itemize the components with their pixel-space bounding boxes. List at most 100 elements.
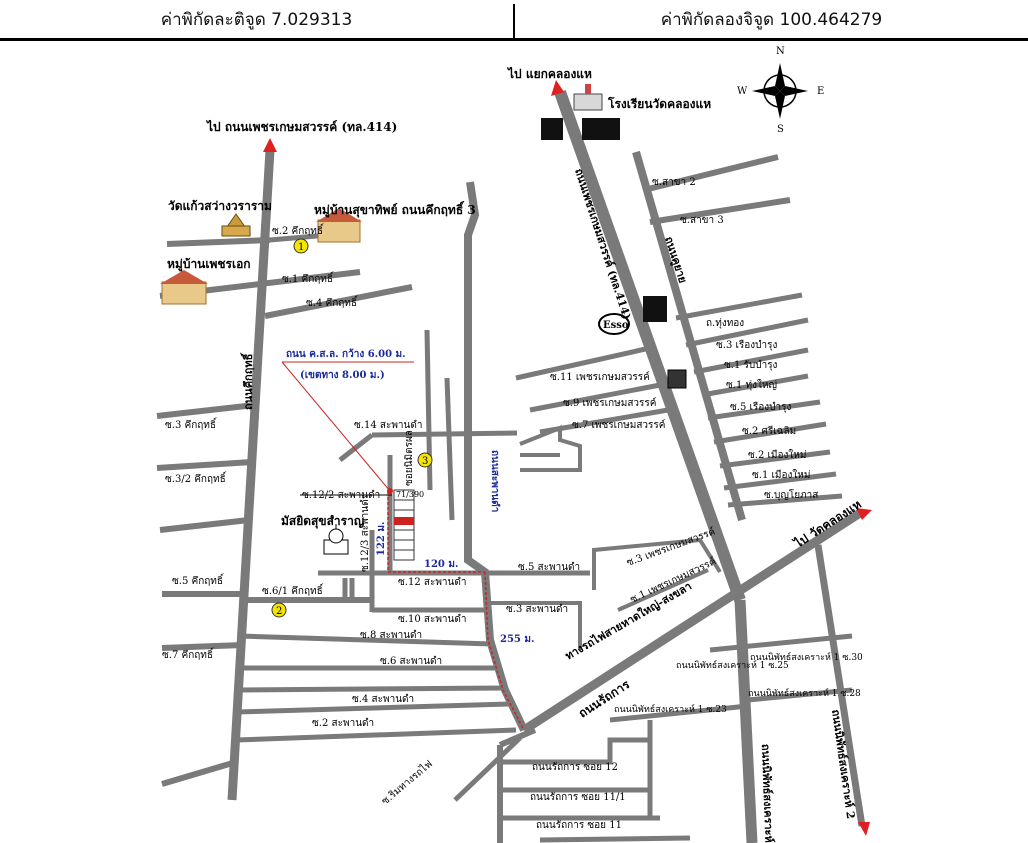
- label-soi6-saphan: ซ.6 สะพานดำ: [380, 656, 442, 667]
- road-soi3-saphan: [490, 601, 582, 650]
- label-dist-120: 120 ม.: [424, 559, 458, 570]
- marker-1-label: 1: [298, 242, 304, 253]
- road-soi4-saphan: [235, 701, 511, 715]
- road-niphat-23: [609, 703, 749, 723]
- marker-3: [417, 452, 433, 468]
- building-block-icon: [667, 369, 687, 389]
- label-soi2-sri: ซ.2 ศรีเฉลิม: [742, 425, 796, 437]
- road-soi2-khukrit: [166, 237, 271, 247]
- label-soi6-1-khukrit: ซ.6/1 คึกฤทธิ์: [262, 583, 324, 597]
- road-soi-sakhara2: [643, 154, 779, 193]
- compass-east-point: [780, 86, 808, 96]
- landmarks: Esso: [160, 84, 687, 555]
- road-soi2-mueang: [719, 449, 831, 469]
- label-road-reserve: (เขตทาง 8.00 ม.): [300, 370, 385, 381]
- longitude-label: ค่าพิกัดลองจิจูด 100.464279: [660, 9, 883, 30]
- road-rail-junction: [498, 727, 537, 748]
- road-soi3-2-khukrit: [156, 459, 253, 471]
- label-khukrit-road: ถนนคึกฤทธิ์: [240, 352, 255, 410]
- label-ratthakan-11-1: ถนนรัถการ ซอย 11/1: [530, 792, 626, 803]
- label-road-width: ถนน ค.ส.ล. กว้าง 6.00 ม.: [286, 348, 406, 360]
- label-to-phetkasem: ไป ถนนเพชรเกษมสวรรค์ (ทล.414): [205, 119, 397, 134]
- direction-arrows: [263, 80, 872, 836]
- label-soi3-rueang: ซ.3 เรืองบำรุง: [716, 339, 778, 351]
- road-soi-saphan-extra: [237, 685, 506, 693]
- label-ratthakan-11: ถนนรัถการ ซอย 11: [536, 820, 622, 831]
- header-divider: [513, 4, 515, 38]
- road-phetkasem: [554, 89, 746, 603]
- road-soi2-saphan: [235, 727, 517, 743]
- road-soi11-phet: [515, 345, 651, 381]
- road-khukrit: [227, 149, 275, 801]
- road-soi-sakhara3: [649, 197, 791, 225]
- label-soi2-saphan: ซ.2 สะพานดำ: [312, 718, 374, 729]
- label-soi8-saphan: ซ.8 สะพานดำ: [360, 630, 422, 641]
- road-soi8-saphan: [239, 633, 493, 647]
- route-255: [484, 571, 525, 731]
- label-niphat-30: ถนนนิพัทธ์สงเคราะห์ 1 ซ.30: [750, 651, 863, 663]
- label-road-saphan-dam: ถนนสะพานดำ: [489, 450, 501, 512]
- road-soi-khukrit-mid: [159, 517, 250, 533]
- label-soi7-khukrit: ซ.7 คึกฤทธิ์: [162, 647, 215, 661]
- road-soi-bunyo: [727, 493, 843, 508]
- arrow-south-niphat: [858, 822, 870, 836]
- marker-2-label: 2: [276, 606, 282, 617]
- road-niphat-2: [814, 544, 866, 827]
- coordinate-header: ค่าพิกัดละติจูด 7.029313 ค่าพิกัดลองจิจู…: [0, 0, 1028, 41]
- road-soi-thungthong: [675, 292, 803, 321]
- label-soi1-khukrit: ซ.1 คึกฤทธิ์: [282, 271, 335, 285]
- marker-1: [293, 238, 309, 254]
- compass-north-point: [775, 63, 785, 91]
- road-vertical-soi-b: [444, 377, 455, 521]
- compass-w: W: [737, 86, 748, 97]
- label-soi1-mueang: ซ.1 เมืองใหม่: [752, 469, 810, 481]
- road-soi1-mueang: [723, 471, 837, 491]
- road-khuyai: [632, 150, 746, 522]
- label-soi10-saphan: ซ.10 สะพานดำ: [398, 614, 467, 625]
- compass-e: E: [817, 86, 824, 97]
- compass-n: N: [776, 46, 785, 57]
- road-network: [156, 89, 866, 843]
- label-soi2-khukrit: ซ.2 คึกฤทธิ์: [272, 223, 325, 237]
- site-highlight: [394, 517, 414, 525]
- label-soi1-rap: ซ.1 รับบำรุง: [724, 360, 778, 371]
- road-soi14-saphan: [371, 430, 518, 438]
- numbered-markers: 1 2 3: [271, 238, 433, 618]
- compass-rose: N S E W: [737, 46, 824, 135]
- mosque-icon: [323, 524, 349, 555]
- compass-s: S: [777, 124, 784, 135]
- road-phetkasem-south: [734, 599, 758, 843]
- school-icon: [573, 84, 603, 111]
- label-soi5-rueang: ซ.5 เรืองบำรุง: [730, 401, 792, 413]
- label-soi-sakhara2: ซ.สาขา 2: [652, 177, 696, 188]
- road-niphat-25: [709, 633, 853, 653]
- label-soi5-saphan: ซ.5 สะพานดำ: [518, 562, 580, 573]
- label-school: โรงเรียนวัดคลองแห: [607, 96, 711, 111]
- label-railway-side: ซ.ริมทางรถไฟ: [379, 758, 435, 807]
- road-soi3-phet: [592, 537, 722, 590]
- arrow-east-wat: [856, 508, 872, 520]
- label-soi12-3-saphan: ซ.12/3 สะพานดำ: [360, 494, 371, 572]
- label-soi-bunyo: ซ.บุญโยภาส: [764, 488, 818, 501]
- label-soi2-mueang: ซ.2 เมืองใหม่: [748, 449, 806, 461]
- road-soi5-rueang: [707, 399, 821, 421]
- target-site: [281, 361, 525, 731]
- label-to-wat-khlong-hae: ไป วัดคลองแห: [790, 496, 864, 551]
- label-soi12-2-saphan: ซ.12/2 สะพานดำ: [302, 490, 380, 501]
- label-niphat-23: ถนนนิพัทธ์สงเคราะห์ 1 ซ.23: [614, 703, 727, 715]
- road-soi1-thungyai: [701, 373, 809, 398]
- arrow-north-phetkasem: [551, 80, 564, 96]
- road-soi-khukrit-south: [161, 759, 237, 787]
- label-ratthakan-12: ถนนรัถการ ซอย 12: [532, 762, 618, 773]
- label-soi14-saphan: ซ.14 สะพานดำ: [354, 420, 423, 431]
- village-house-icon: [160, 270, 208, 305]
- road-railside: [453, 736, 522, 802]
- road-soi7-phet: [539, 407, 669, 435]
- road-saphan-dam: [464, 181, 528, 732]
- label-soi7-phet: ซ.7 เพชรเกษมสวรรค์: [572, 419, 665, 431]
- leader-line: [281, 361, 391, 492]
- esso-logo-icon: Esso: [598, 313, 630, 335]
- road-soi-east-loop: [519, 425, 582, 472]
- esso-label: Esso: [603, 320, 629, 331]
- label-soi5-khukrit: ซ.5 คึกฤทธิ์: [172, 573, 225, 587]
